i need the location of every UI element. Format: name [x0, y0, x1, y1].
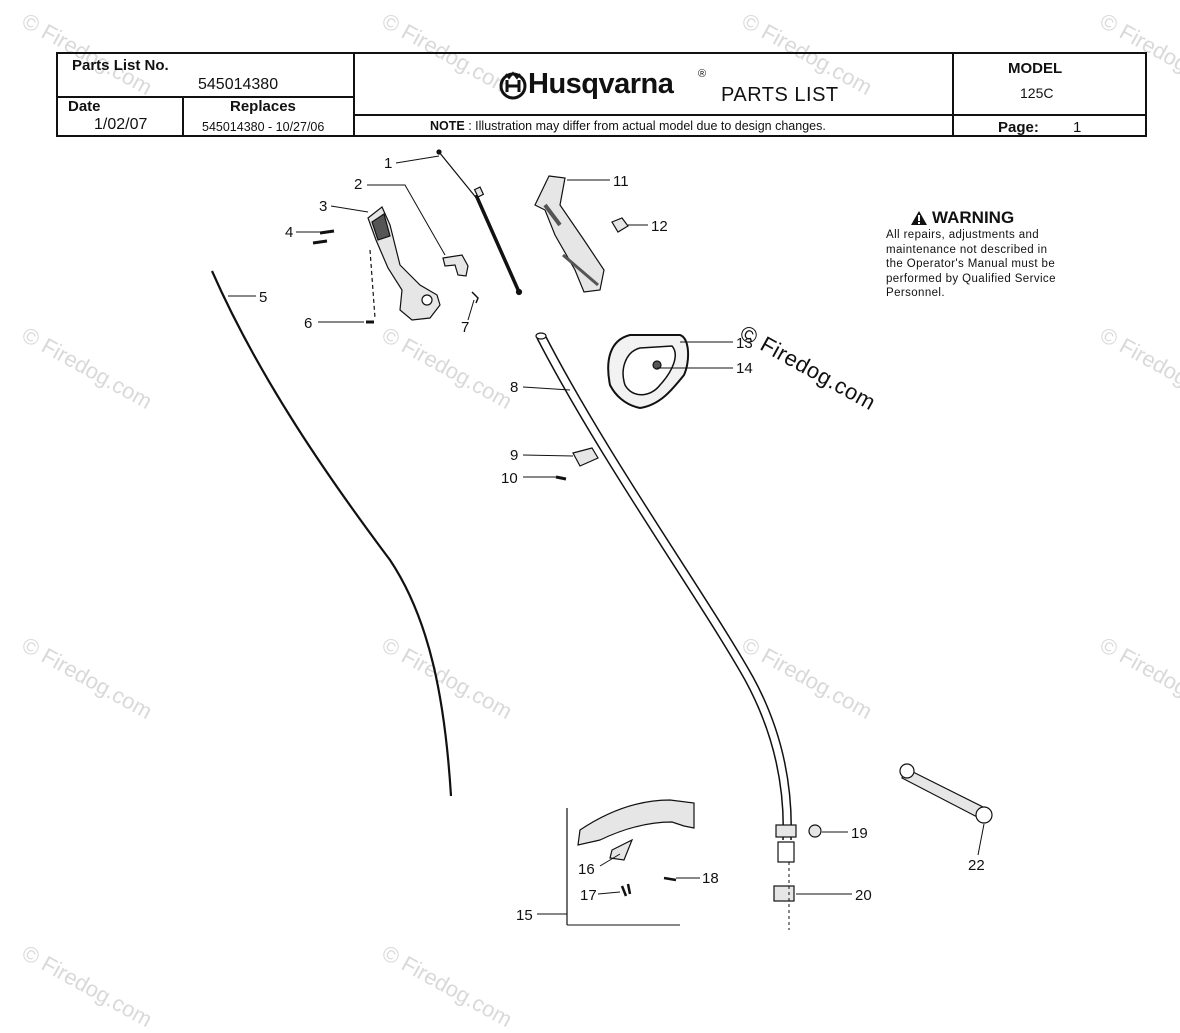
callout-22: 22: [968, 857, 985, 874]
callout-10: 10: [501, 470, 518, 487]
warning-title: WARNING: [932, 208, 1015, 227]
callout-13: 13: [736, 335, 753, 352]
brand-name: Husqvarna: [528, 68, 674, 100]
callout-5: 5: [259, 289, 267, 306]
washer-part-19: [808, 824, 822, 838]
screw-part-18: [663, 876, 677, 882]
warning-notice: WARNING All repairs, adjustments and mai…: [886, 208, 1086, 301]
exploded-parts-diagram: 1 2 3 4 5 6 7 8 9 10 11 12 13 14 15 16 1…: [210, 149, 993, 930]
handle-housing-part: [367, 206, 441, 321]
pin-part-17: [620, 883, 632, 897]
spool-nut-part-20: [773, 885, 795, 902]
throttle-cable-part: [436, 149, 523, 296]
callout-15: 15: [516, 907, 533, 924]
trimmer-guard-part: [577, 799, 695, 861]
callout-12: 12: [651, 218, 668, 235]
clamp-screw-part: [555, 475, 567, 481]
callout-6: 6: [304, 315, 312, 332]
callout-7: 7: [461, 319, 469, 336]
wrench-part-22: [899, 763, 993, 824]
callout-19: 19: [851, 825, 868, 842]
callout-16: 16: [578, 861, 595, 878]
date-label: Date: [68, 98, 101, 115]
note-text: : Illustration may differ from actual mo…: [468, 119, 826, 133]
parts-list-title: PARTS LIST: [721, 84, 839, 106]
parts-list-no: 545014380: [198, 76, 279, 93]
clip-part-7: [471, 291, 479, 304]
note-line: NOTE : Illustration may differ from actu…: [430, 119, 826, 133]
callout-20: 20: [855, 887, 872, 904]
handle-half-part: [534, 175, 605, 293]
parts-list-no-label: Parts List No.: [72, 57, 169, 74]
note-label: NOTE: [430, 119, 465, 133]
warning-body: All repairs, adjustments and maintenance…: [886, 229, 1056, 299]
callout-3: 3: [319, 198, 327, 215]
warning-title-row: WARNING: [910, 208, 1086, 228]
model-label: MODEL: [1008, 60, 1063, 77]
callout-14: 14: [736, 360, 753, 377]
callout-1: 1: [384, 155, 392, 172]
nut-part-12: [611, 217, 629, 233]
screw-part-6: [366, 249, 376, 324]
husqvarna-logo: Husqvarna: [498, 68, 674, 101]
husqvarna-crown-icon: [499, 70, 527, 99]
shaft-clamp-part: [572, 447, 599, 467]
replaces-label: Replaces: [230, 98, 296, 115]
replaces-value: 545014380 - 10/27/06: [202, 120, 325, 134]
registered-mark: ®: [698, 68, 707, 80]
parts-list-header: Parts List No. 545014380 Date 1/02/07 Re…: [56, 52, 1147, 137]
page-label: Page:: [998, 119, 1039, 136]
screw-part-4: [312, 229, 335, 245]
model-value: 125C: [1020, 85, 1054, 101]
throttle-trigger-part: [442, 254, 469, 277]
callout-2: 2: [354, 176, 362, 193]
callout-11: 11: [613, 173, 629, 190]
date-value: 1/02/07: [94, 116, 148, 133]
callout-4: 4: [285, 224, 293, 241]
warning-triangle-icon: [911, 211, 927, 225]
callout-9: 9: [510, 447, 518, 464]
callout-18: 18: [702, 870, 719, 887]
page-number: 1: [1073, 119, 1082, 136]
callout-17: 17: [580, 887, 597, 904]
drive-shaft-part: [210, 270, 453, 797]
callout-8: 8: [510, 379, 518, 396]
shaft-tube-part: [535, 332, 797, 863]
assist-handle-part: [607, 334, 690, 410]
